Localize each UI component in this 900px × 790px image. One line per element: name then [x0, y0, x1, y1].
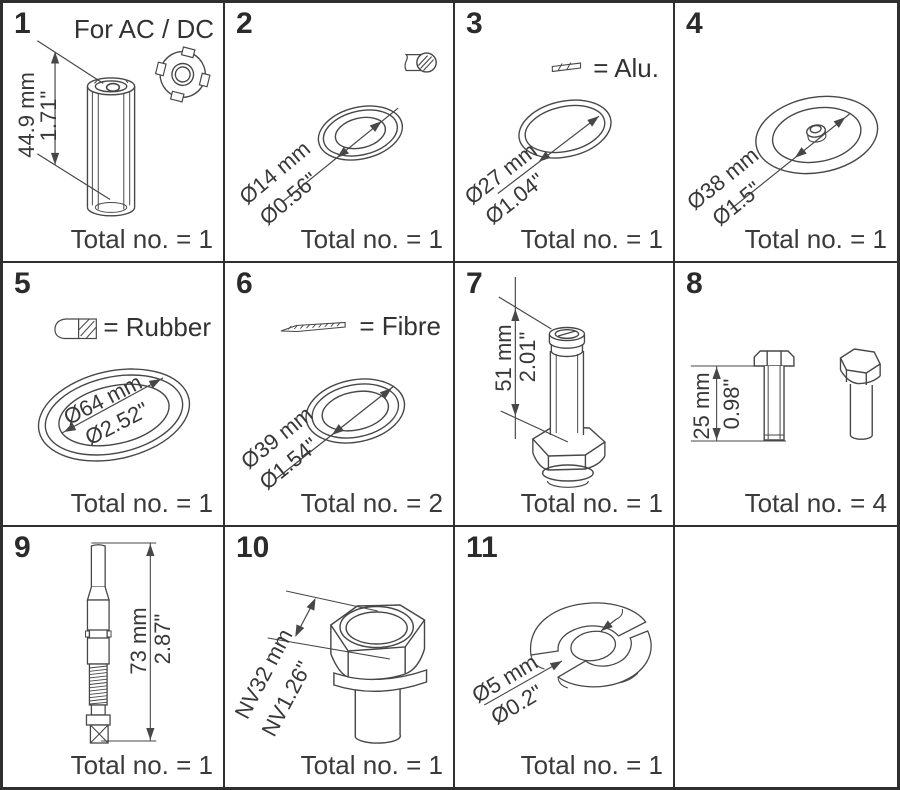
coil-armature-drawing	[37, 40, 211, 217]
part-number: 6	[236, 267, 253, 300]
material-legend: = Alu.	[593, 53, 659, 83]
part-cell-8: 8 25 mm 0.98" Total no. = 4	[675, 263, 897, 527]
total-count: Total no. = 1	[70, 488, 213, 518]
bolts-drawing	[690, 348, 882, 442]
dimension-metric: 51 mm	[491, 324, 516, 392]
washer-drawing	[282, 52, 437, 202]
oring-drawing	[37, 318, 191, 462]
material-legend: = Fibre	[359, 311, 441, 341]
dimension-imperial: 2.01"	[515, 331, 540, 383]
part-number: 11	[466, 531, 498, 564]
part-number: 7	[466, 267, 483, 300]
part-number: 9	[14, 531, 31, 564]
part-number: 3	[466, 7, 483, 40]
part-cell-11: 11 Ø5 mm Ø0.2" Total no. = 1	[455, 527, 675, 787]
fibre-washer-drawing	[275, 321, 406, 480]
dimension-imperial: 2.87"	[150, 613, 175, 665]
part-cell-6: 6 = Fibre Ø39 mm Ø1.54" Total no. = 2	[225, 263, 455, 527]
part-number: 2	[236, 7, 253, 40]
material-legend: = Rubber	[103, 312, 211, 342]
dimension-imperial: 1.71"	[36, 90, 61, 142]
part-cell-7: 7 51 mm 2.01" Total no. = 1	[455, 263, 675, 527]
hex-plug-drawing	[267, 590, 428, 744]
armature-tube-drawing	[498, 277, 607, 488]
part-cell-5: 5 = Rubber Ø64 mm Ø2.52" Total no. = 1	[3, 263, 225, 527]
part-cell-9: 9 73 mm 2.87" Total no. = 1	[3, 527, 225, 787]
total-count: Total no. = 1	[300, 224, 443, 254]
total-count: Total no. = 1	[300, 750, 443, 780]
pin-tool-drawing	[85, 542, 157, 744]
part-cell-10: 10 NV32 mm NV1.26" Total no. = 1	[225, 527, 455, 787]
total-count: Total no. = 1	[520, 488, 663, 518]
part-number: 8	[686, 267, 703, 300]
dimension-metric: 25 mm	[689, 372, 714, 440]
total-count: Total no. = 1	[520, 224, 663, 254]
part-cell-1: 1 For AC / DC 44.9 mm 1.71" Total no. = …	[3, 3, 225, 263]
part-number: 1	[14, 7, 31, 40]
total-count: Total no. = 1	[70, 224, 213, 254]
dimension-metric: 73 mm	[126, 607, 151, 675]
total-count: Total no. = 1	[520, 750, 663, 780]
alu-gasket-drawing	[497, 62, 612, 194]
part-number: 5	[14, 267, 31, 300]
total-count: Total no. = 1	[70, 750, 213, 780]
part-number: 4	[686, 7, 703, 40]
total-count: Total no. = 2	[300, 488, 443, 518]
part-cell-2: 2 Ø14 mm Ø0.56" Total no. = 1	[225, 3, 455, 263]
total-count: Total no. = 4	[744, 488, 887, 518]
empty-cell	[675, 527, 897, 787]
part-number: 10	[236, 531, 270, 564]
dimension-imperial: 0.98"	[719, 378, 744, 430]
diaphragm-drawing	[730, 95, 879, 210]
part-cell-4: 4 Ø38 mm Ø1.5" Total no. = 1	[675, 3, 897, 263]
coil-type-label: For AC / DC	[73, 14, 214, 44]
clip-drawing	[483, 602, 652, 706]
total-count: Total no. = 1	[744, 224, 887, 254]
part-cell-3: 3 = Alu. Ø27 mm Ø1.04" Total no. = 1	[455, 3, 675, 263]
